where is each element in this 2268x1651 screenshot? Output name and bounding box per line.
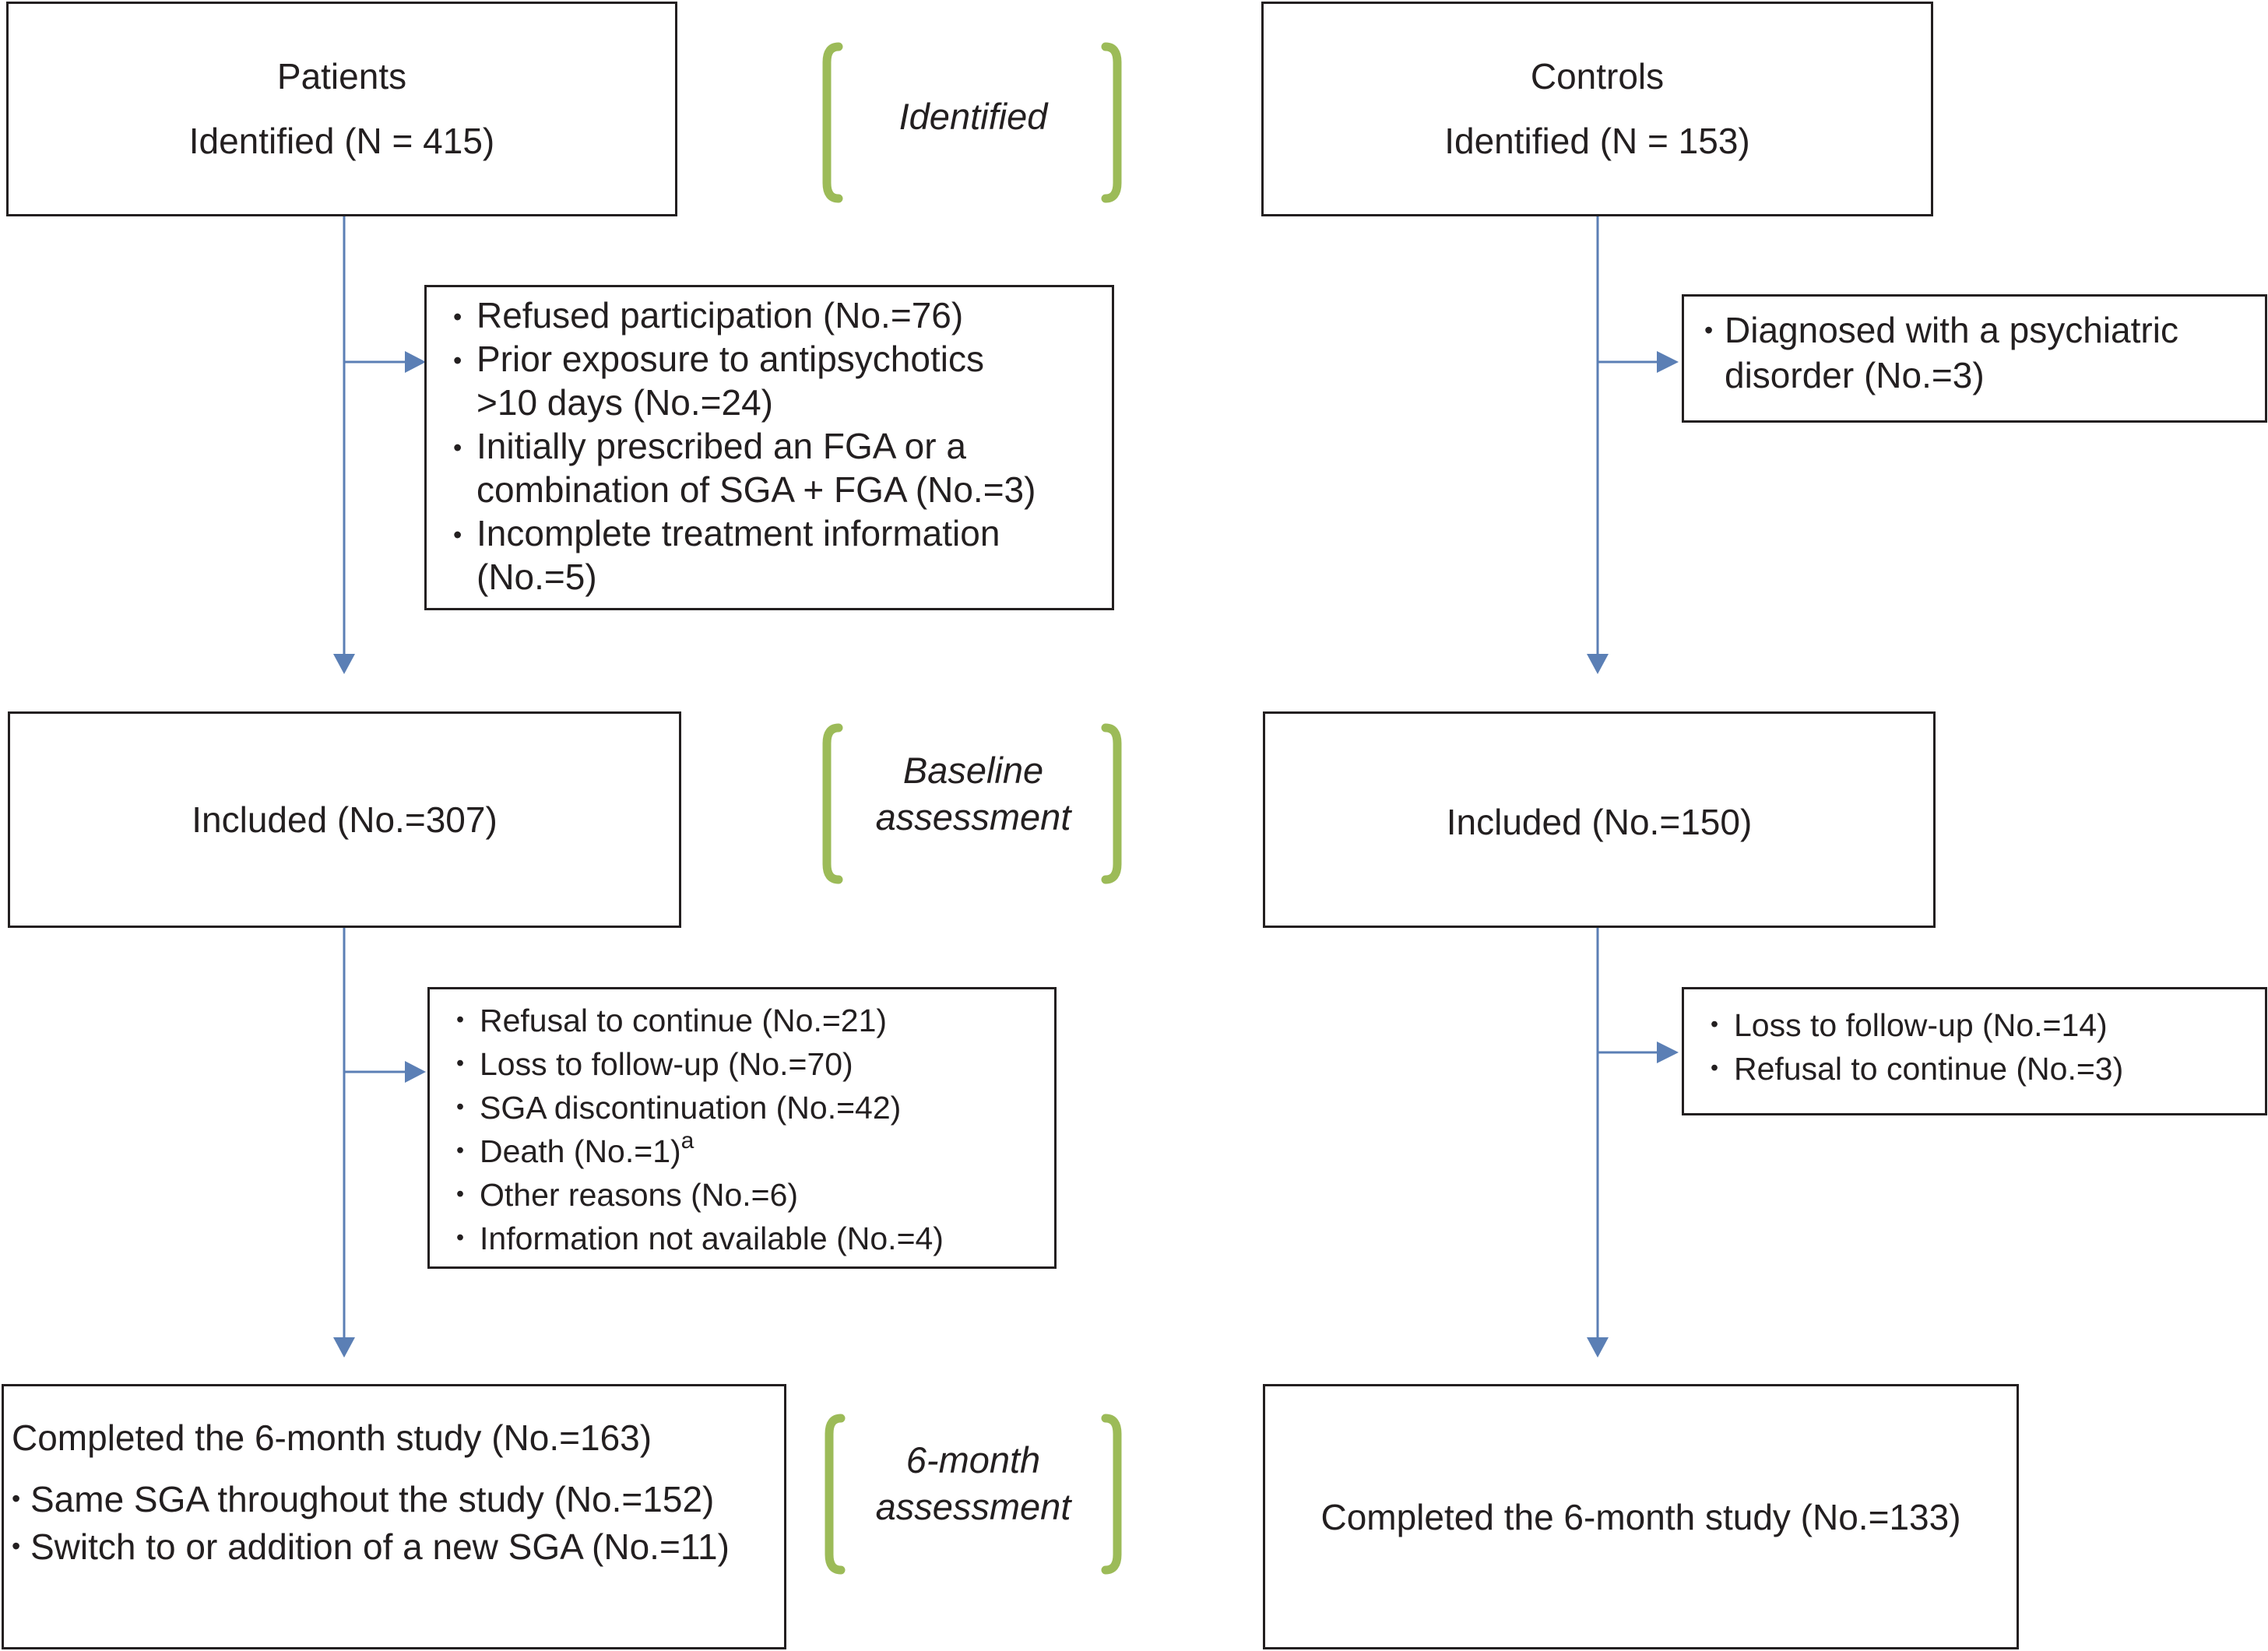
controls-included-box: Included (No.=150) — [1263, 711, 1936, 928]
bracket-left — [822, 42, 843, 203]
exclusion-item: Initially prescribed an FGA or a combina… — [453, 424, 1112, 511]
footnote-marker: a — [680, 1128, 694, 1154]
controls-identified-count: Identified (N = 153) — [1444, 121, 1750, 161]
dropout-item: SGA discontinuation (No.=42) — [456, 1086, 1054, 1129]
bracket-right — [1101, 42, 1122, 203]
bracket-left — [822, 723, 843, 884]
arrowhead-right — [405, 351, 426, 373]
completed-detail: • Same SGA throughout the study (No.=152… — [12, 1479, 715, 1519]
patients-included-box: Included (No.=307) — [8, 711, 681, 928]
controls-completed-count: Completed the 6-month study (No.=133) — [1320, 1496, 1961, 1537]
arrowhead-down — [1587, 654, 1609, 674]
dropout-item: Refusal to continue (No.=3) — [1711, 1047, 2265, 1091]
controls-included-count: Included (No.=150) — [1446, 802, 1753, 842]
dropout-item: Information not available (No.=4) — [456, 1217, 1054, 1260]
controls-completed-box: Completed the 6-month study (No.=133) — [1263, 1384, 2019, 1649]
phase-label-baseline: Baseline assessment — [875, 750, 1071, 838]
controls-title: Controls — [1530, 56, 1665, 97]
exclusion-item: • Diagnosed with a psychiatric disorder … — [1704, 310, 2178, 395]
dropout-item: Refusal to continue (No.=21) — [456, 999, 1054, 1042]
dropout-item: Death (No.=1)a — [456, 1129, 1054, 1173]
controls-identified-box: Controls Identified (N = 153) — [1261, 2, 1933, 216]
arrowhead-down — [333, 654, 355, 674]
dropout-item: Loss to follow-up (No.=70) — [456, 1042, 1054, 1086]
controls-exclusions-box: • Diagnosed with a psychiatric disorder … — [1682, 294, 2267, 423]
arrowhead-down — [333, 1337, 355, 1358]
patients-included-count: Included (No.=307) — [192, 799, 498, 840]
phase-label-identified: Identified — [898, 96, 1048, 137]
patients-identified-count: Identified (N = 415) — [188, 121, 495, 161]
patients-title: Patients — [276, 56, 407, 97]
patients-exclusions-box: Refused participation (No.=76) Prior exp… — [424, 285, 1114, 610]
arrowhead-right — [1657, 1042, 1679, 1063]
bracket-right — [1101, 1414, 1122, 1575]
dropout-item: Other reasons (No.=6) — [456, 1173, 1054, 1217]
arrowhead-right — [1657, 351, 1679, 373]
patients-exclusion-list: Refused participation (No.=76) Prior exp… — [453, 293, 1112, 599]
patients-completed-count: Completed the 6-month study (No.=163) — [12, 1417, 652, 1458]
dropout-item: Loss to follow-up (No.=14) — [1711, 1003, 2265, 1047]
patients-identified-box: Patients Identified (N = 415) — [6, 2, 677, 216]
exclusion-item: Incomplete treatment information (No.=5) — [453, 511, 1112, 599]
exclusion-item: Prior exposure to antipsychotics >10 day… — [453, 337, 1112, 424]
completed-detail: • Switch to or addition of a new SGA (No… — [12, 1526, 730, 1567]
bracket-right — [1101, 723, 1122, 884]
phase-label-six-month: 6-month assessment — [875, 1439, 1071, 1527]
controls-dropout-list: Loss to follow-up (No.=14) Refusal to co… — [1711, 1003, 2265, 1091]
arrowhead-down — [1587, 1337, 1609, 1358]
controls-dropout-box: Loss to follow-up (No.=14) Refusal to co… — [1682, 987, 2267, 1115]
bracket-left — [825, 1414, 846, 1575]
exclusion-item: Refused participation (No.=76) — [453, 293, 1112, 341]
patients-completed-box: Completed the 6-month study (No.=163) • … — [2, 1384, 786, 1649]
patients-dropout-list: Refusal to continue (No.=21) Loss to fol… — [456, 999, 1054, 1260]
patients-dropout-box: Refusal to continue (No.=21) Loss to fol… — [427, 987, 1057, 1269]
arrowhead-right — [405, 1061, 426, 1083]
